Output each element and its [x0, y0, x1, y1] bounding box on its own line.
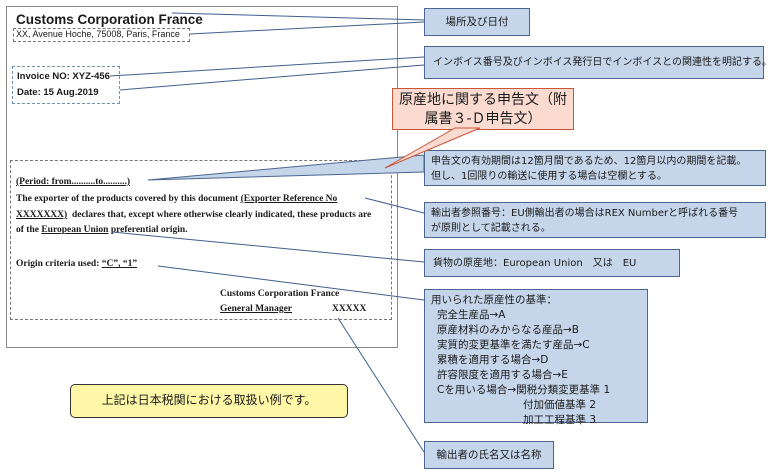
address-box: [13, 28, 190, 42]
callout-origin-criteria: 用いられた原産性の基準： 完全生産品→A 原産材料のみからなる産品→B 実質的変…: [424, 289, 648, 426]
company-name: Customs Corporation France: [16, 12, 203, 27]
company-address: XX, Avenue Hoche, 75008, Paris, France: [16, 29, 180, 39]
callout-signer: 輸出者の氏名又は名称: [424, 441, 554, 469]
invoice-date: Date: 15 Aug.2019: [17, 87, 99, 98]
declaration-period: (Period: from..........to..........): [16, 177, 131, 187]
criteria-item: 付加価値基準 2: [523, 399, 597, 411]
callout-exporter-reference: 輸出者参照番号：EU側輸出者の場合はREX Numberと呼ばれる番号が原則とし…: [424, 202, 766, 238]
criteria-item: Cを用いる場合→関税分類変更基準 1: [437, 384, 611, 396]
criteria-item: 原産材料のみからなる産品→B: [437, 324, 580, 336]
callout-period: 申告文の有効期間は12箇月間であるため、12箇月以内の期間を記載。但し、1回限り…: [424, 150, 766, 186]
declaration-text-1: The exporter of the products covered by …: [16, 194, 338, 204]
note-box: 上記は日本税関における取扱い例です。: [70, 384, 348, 418]
callout-place-date: 場所及び日付: [424, 8, 530, 36]
criteria-item: 完全生産品→A: [437, 309, 506, 321]
callout-declaration-title: 原産地に関する申告文（附属書３-Ｄ申告文）: [392, 88, 574, 130]
invoice-box: [12, 66, 120, 104]
criteria-item: 許容限度を適用する場合→E: [437, 369, 568, 381]
invoice-number: Invoice NO: XYZ-456: [17, 71, 110, 82]
exporter-reference: (Exporter Reference No: [240, 194, 338, 204]
origin-criteria-value: “C”, “1”: [101, 259, 138, 269]
criteria-title: 用いられた原産性の基準：: [431, 294, 557, 306]
declaration-text-2: XXXXXXX) declares that, except where oth…: [16, 210, 372, 220]
declaration-text-3: of the European Union preferential origi…: [16, 225, 188, 235]
criteria-item: 加工工程基準 3: [523, 414, 597, 426]
origin-criteria: Origin criteria used: “C”, “1”: [16, 259, 138, 269]
callout-origin-country: 貨物の原産地：European Union 又は EU: [424, 249, 680, 277]
origin-country-text: European Union: [41, 225, 109, 235]
callout-invoice: インボイス番号及びインボイス発行日でインボイスとの関連性を明記する。: [424, 46, 768, 79]
criteria-item: 累積を適用する場合→D: [437, 354, 549, 366]
signature-company: Customs Corporation France: [220, 289, 340, 299]
criteria-item: 実質的変更基準を満たす産品→C: [437, 339, 590, 351]
